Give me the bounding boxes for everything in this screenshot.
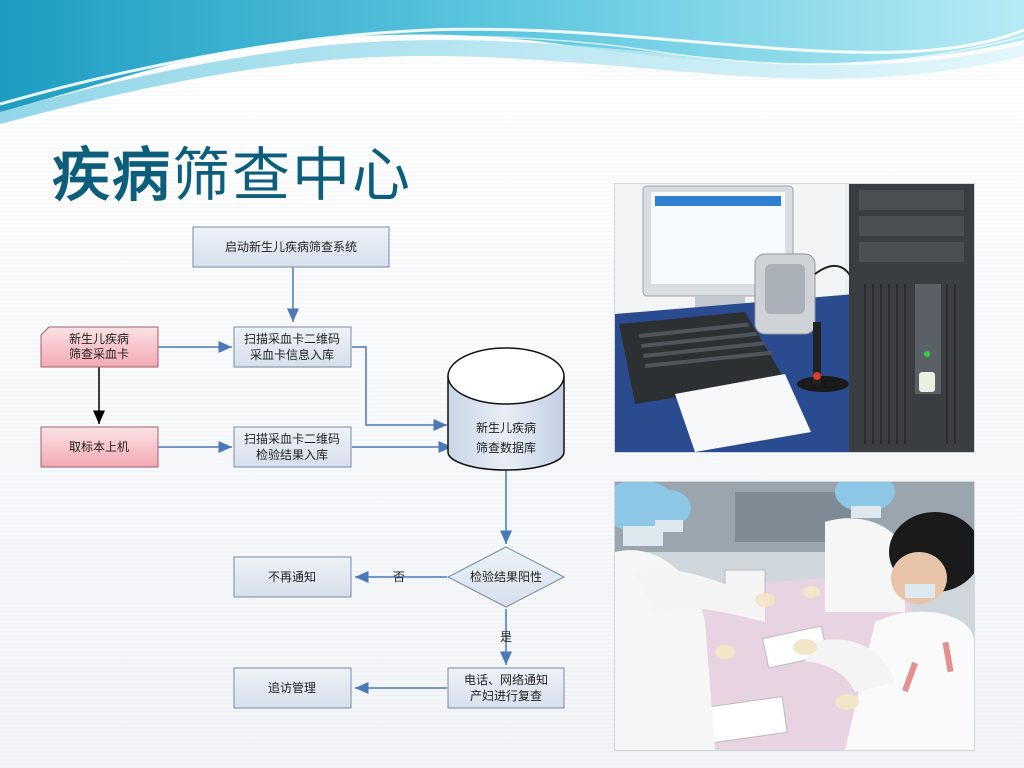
database-line-2: 筛查数据库 — [476, 440, 536, 455]
sample-node-label: 取标本上机 — [69, 440, 129, 454]
scan-result-node: 扫描采血卡二维码 检验结果入库 — [233, 426, 352, 468]
title-light: 筛查中心 — [172, 141, 413, 209]
no-notify-node: 不再通知 — [233, 556, 352, 598]
blood-card-line-1: 新生儿疾病 — [69, 331, 129, 346]
flowchart: 启动新生儿疾病筛查系统 新生儿疾病 筛查采血卡 扫描采血卡二维码 采血卡信息入库… — [40, 226, 566, 709]
scan-result-line-1: 扫描采血卡二维码 — [244, 432, 340, 446]
scan-card-node: 扫描采血卡二维码 采血卡信息入库 — [233, 326, 352, 368]
scan-result-line-2: 检验结果入库 — [256, 447, 328, 462]
positive-decision-node: 检验结果阳性 — [446, 546, 566, 608]
notify-node: 电话、网络通知 产妇进行复查 — [447, 667, 565, 709]
notify-line-2: 产妇进行复查 — [470, 689, 542, 703]
no-branch-label: 否 — [393, 570, 405, 584]
start-node-label: 启动新生儿疾病筛查系统 — [225, 239, 357, 254]
yes-branch-label: 是 — [500, 630, 512, 644]
database-node: 新生儿疾病 筛查数据库 — [447, 347, 565, 471]
no-notify-label: 不再通知 — [268, 570, 316, 584]
flow-connectors — [93, 267, 512, 694]
title-bold: 疾病 — [52, 141, 173, 209]
sample-node: 取标本上机 — [40, 426, 159, 468]
computer-scanner-photo — [614, 183, 975, 453]
positive-decision-label: 检验结果阳性 — [470, 569, 542, 584]
slide-title: 疾病筛查中心 — [52, 128, 412, 212]
start-node: 启动新生儿疾病筛查系统 — [192, 226, 390, 268]
blood-card-line-2: 筛查采血卡 — [69, 346, 129, 361]
wave-header-decoration — [0, 0, 1024, 125]
notify-line-1: 电话、网络通知 — [464, 672, 548, 687]
database-line-1: 新生儿疾病 — [476, 420, 536, 435]
follow-up-node: 追访管理 — [233, 667, 352, 709]
blood-card-node: 新生儿疾病 筛查采血卡 — [40, 326, 159, 368]
scan-card-line-1: 扫描采血卡二维码 — [244, 332, 340, 346]
lab-staff-photo — [614, 481, 975, 751]
scan-card-line-2: 采血卡信息入库 — [250, 347, 334, 362]
follow-up-label: 追访管理 — [268, 680, 316, 695]
